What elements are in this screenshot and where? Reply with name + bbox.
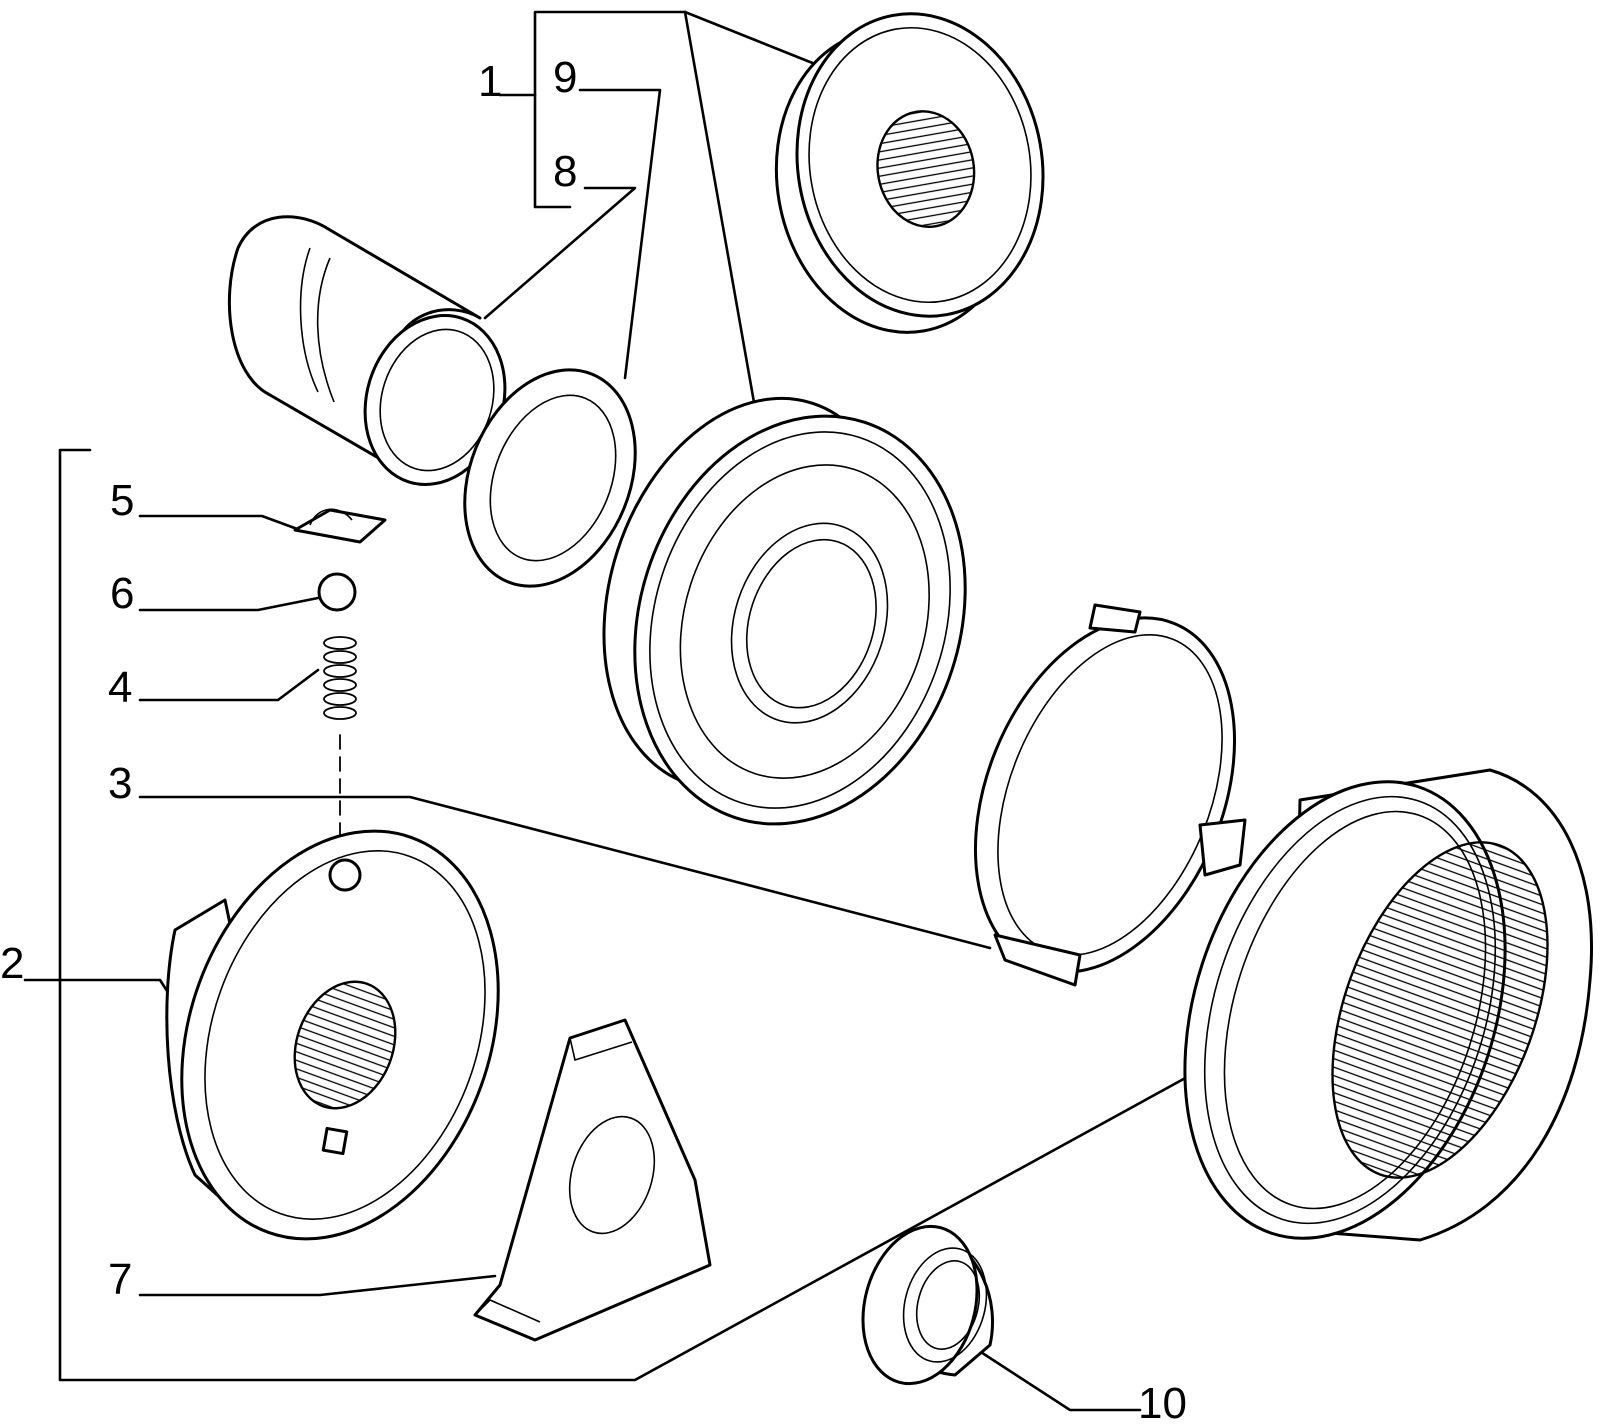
callout-7: 7 xyxy=(108,1255,132,1304)
part-sliding-sleeve xyxy=(1183,768,1593,1242)
part-9-thrust-washer xyxy=(463,368,637,588)
callout-2: 2 xyxy=(0,939,24,988)
part-6-ball xyxy=(317,572,357,612)
part-3-synchro-ring xyxy=(973,603,1247,987)
callout-labels: 1 2 3 4 5 6 7 8 9 10 xyxy=(0,53,1187,1424)
leader-lines xyxy=(23,10,1202,1412)
part-5-detent-key xyxy=(293,508,387,544)
part-synchro-gear xyxy=(602,396,967,826)
callout-1: 1 xyxy=(478,57,502,106)
part-7-plate xyxy=(473,1018,712,1342)
callout-3: 3 xyxy=(108,759,132,808)
part-4-spring xyxy=(323,636,357,720)
callout-8: 8 xyxy=(553,147,577,196)
part-10-ring-nut xyxy=(861,1224,995,1386)
callout-9: 9 xyxy=(553,53,577,102)
callout-5: 5 xyxy=(110,476,134,525)
callout-6: 6 xyxy=(110,569,134,618)
part-2-synchro-hub xyxy=(165,829,500,1241)
part-top-helical-gear xyxy=(774,12,1045,334)
callout-10: 10 xyxy=(1138,1379,1187,1424)
callout-4: 4 xyxy=(108,663,132,712)
part-8-bushing xyxy=(227,215,507,486)
